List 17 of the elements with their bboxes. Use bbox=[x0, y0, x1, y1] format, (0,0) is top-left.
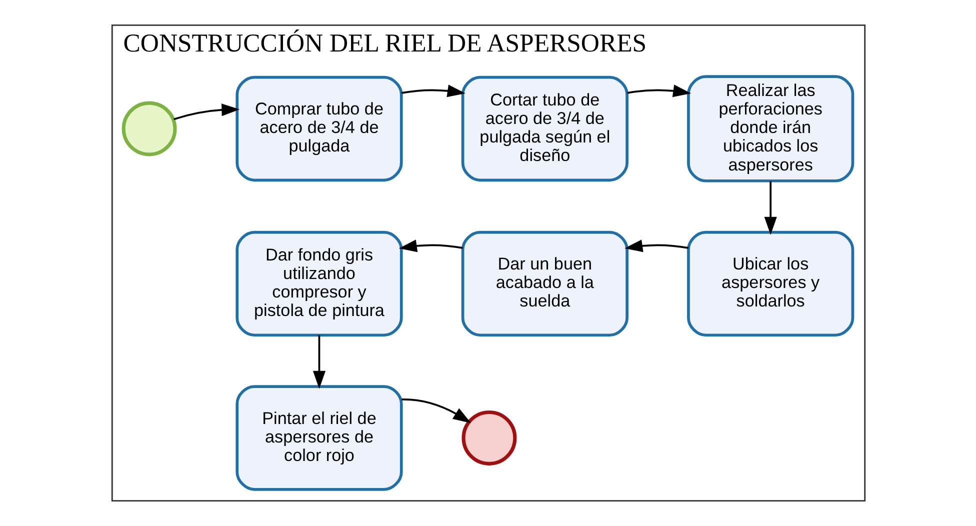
node-box: Dar fondo gris utilizando compresor y pistola de pintura bbox=[235, 230, 402, 337]
arrow bbox=[401, 398, 471, 424]
arrow bbox=[312, 335, 326, 389]
arrow bbox=[764, 181, 776, 235]
arrow bbox=[401, 84, 465, 98]
node-box: Comprar tubo de acero de 3/4 de pulgada bbox=[235, 76, 402, 182]
arrow bbox=[398, 240, 462, 252]
node-box: Dar un buen acabado a la suelda bbox=[460, 230, 628, 337]
node-box: Pintar el riel de aspersores de color rojo bbox=[235, 385, 402, 491]
node-box: Realizar las perforaciones donde irán ubicados los aspersores bbox=[686, 75, 854, 182]
arrow bbox=[626, 84, 691, 98]
node-circle bbox=[121, 101, 176, 156]
node-box: Ubicar los aspersores y soldarlos bbox=[686, 230, 854, 337]
node-box: Cortar tubo de acero de 3/4 de pulgada según el diseño bbox=[460, 76, 628, 182]
arrow bbox=[173, 104, 240, 120]
arrow bbox=[624, 240, 688, 252]
node-circle bbox=[461, 410, 516, 466]
